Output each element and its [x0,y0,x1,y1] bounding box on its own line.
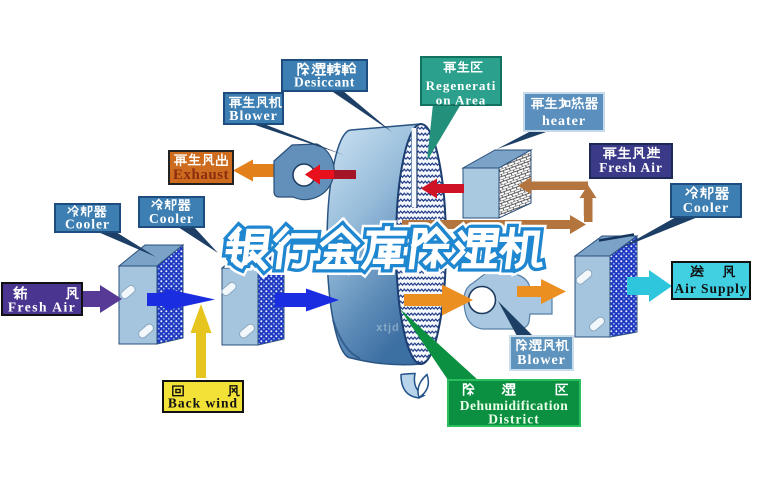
svg-text:Dehumidification: Dehumidification [460,398,569,413]
svg-text:Air Supply: Air Supply [674,281,747,296]
svg-text:Cooler: Cooler [65,217,110,232]
svg-text:xtjd: xtjd [376,322,400,334]
svg-text:Blower: Blower [517,353,566,368]
svg-text:Desiccant: Desiccant [294,75,355,90]
svg-text:Exhaust: Exhaust [173,167,229,183]
svg-text:Cooler: Cooler [149,211,194,226]
svg-text:District: District [488,412,539,427]
svg-text:heater: heater [542,114,586,129]
svg-text:on Area: on Area [436,93,486,108]
svg-text:Cooler: Cooler [683,201,729,216]
svg-text:Back wind: Back wind [168,396,238,411]
svg-text:Blower: Blower [229,109,278,124]
svg-text:Regenerati: Regenerati [426,78,497,93]
svg-text:Fresh Air: Fresh Air [8,300,76,315]
svg-text:Fresh Air: Fresh Air [599,160,663,175]
